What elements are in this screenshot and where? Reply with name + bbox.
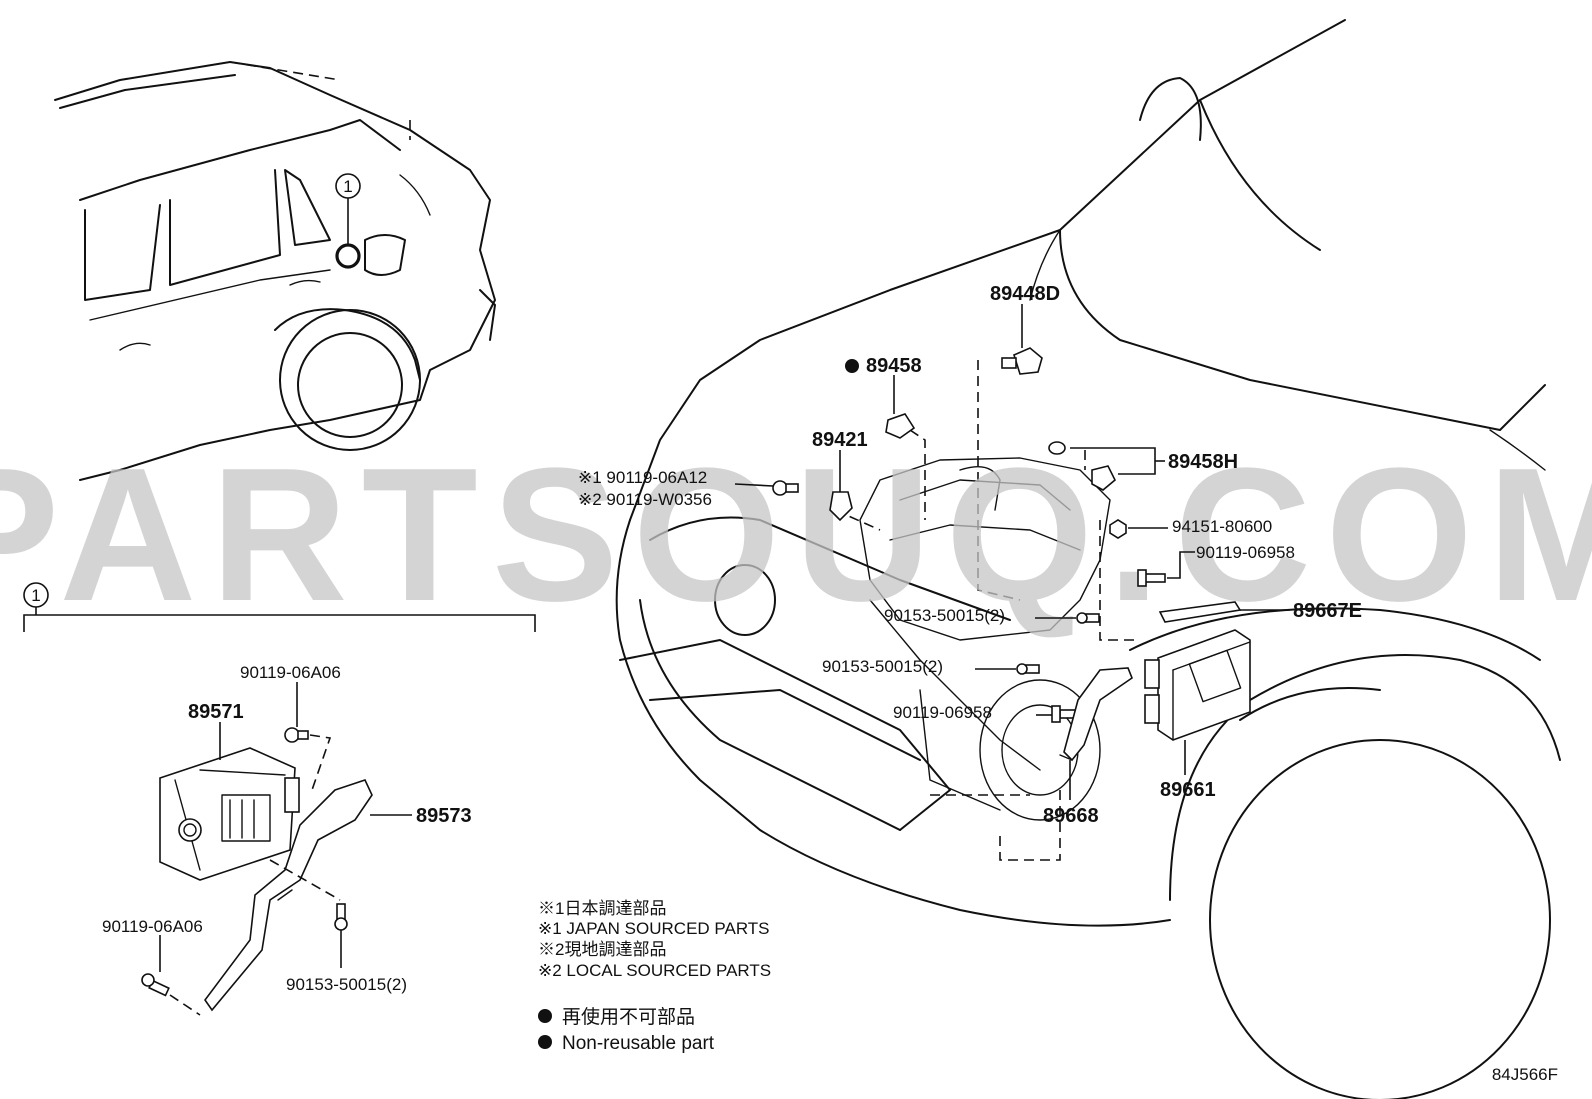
part-89571-radar-sensor bbox=[159, 722, 300, 881]
bullet-non-reusable-jp bbox=[538, 1009, 552, 1023]
label-89421: 89421 bbox=[812, 429, 868, 451]
label-90153-50015-a: 90153-50015(2) bbox=[884, 606, 1005, 625]
sensor-location-marker bbox=[335, 243, 361, 269]
part-90119-06958-bolt-lower bbox=[1036, 705, 1079, 723]
note-local-sourced-en: ※2 LOCAL SOURCED PARTS bbox=[538, 961, 771, 980]
non-reusable-marker bbox=[845, 359, 859, 373]
label-90119-06958-lower: 90119-06958 bbox=[893, 703, 992, 722]
part-89661-ecu bbox=[1144, 629, 1251, 775]
part-89448D-sensor bbox=[1001, 304, 1043, 375]
note-japan-sourced-jp: ※1日本調達部品 bbox=[538, 899, 666, 918]
label-90119-06958-upper: 90119-06958 bbox=[1196, 543, 1295, 562]
part-90153-50015-bolt-b bbox=[975, 663, 1040, 675]
label-89573: 89573 bbox=[416, 805, 472, 827]
bullet-non-reusable-en bbox=[538, 1035, 552, 1049]
diagram-code: 84J566F bbox=[1492, 1065, 1558, 1084]
inset-labels: 90119-06A06 89571 89573 90119-06A06 9015… bbox=[102, 663, 472, 994]
legend-notes: ※1日本調達部品 ※1 JAPAN SOURCED PARTS ※2現地調達部品… bbox=[538, 899, 771, 1054]
label-90119-W0356: ※2 90119-W0356 bbox=[578, 490, 712, 509]
label-94151-80600: 94151-80600 bbox=[1172, 517, 1272, 536]
label-89667E: 89667E bbox=[1293, 600, 1362, 622]
rear-vehicle-view: 1 bbox=[54, 61, 496, 481]
note-non-reusable-jp: 再使用不可部品 bbox=[562, 1006, 695, 1028]
front-labels: 89448D 89458 89421 89458H 94151-80600 90… bbox=[578, 283, 1362, 827]
callout-number: 1 bbox=[343, 177, 352, 196]
part-89458-sensor bbox=[885, 375, 916, 439]
note-japan-sourced-en: ※1 JAPAN SOURCED PARTS bbox=[538, 919, 770, 938]
note-local-sourced-jp: ※2現地調達部品 bbox=[538, 940, 666, 959]
label-89458: 89458 bbox=[866, 355, 922, 377]
part-90119-06A06-bolt-upper bbox=[284, 682, 332, 791]
inset-callout-number: 1 bbox=[31, 586, 40, 605]
front-parts bbox=[734, 304, 1290, 800]
part-90153-50015-bolt-c bbox=[269, 859, 348, 968]
part-89667E-bracket bbox=[1158, 601, 1290, 623]
engine-block bbox=[859, 457, 1111, 821]
label-90153-50015-c: 90153-50015(2) bbox=[286, 975, 407, 994]
part-89421-sensor bbox=[829, 450, 853, 522]
label-89458H: 89458H bbox=[1168, 451, 1238, 473]
part-90119-06958-bolt-upper bbox=[1137, 551, 1195, 587]
part-89573-bracket bbox=[204, 779, 412, 1012]
label-90119-06A06-lower: 90119-06A06 bbox=[102, 917, 203, 936]
part-90119-06A06-bolt-lower bbox=[141, 935, 201, 1016]
label-90119-06A06-upper: 90119-06A06 bbox=[240, 663, 341, 682]
callout-circle-1 bbox=[335, 173, 361, 199]
label-90153-50015-b: 90153-50015(2) bbox=[822, 657, 943, 676]
part-90119-06A12-bolt bbox=[734, 480, 799, 496]
detail-inset: 1 bbox=[23, 582, 536, 1016]
label-89571: 89571 bbox=[188, 701, 244, 723]
label-89661: 89661 bbox=[1160, 779, 1216, 801]
part-90153-50015-bolt-a bbox=[1035, 612, 1100, 624]
part-89668-bracket bbox=[1059, 667, 1133, 800]
part-94151-80600-nut bbox=[1109, 519, 1168, 539]
label-89448D: 89448D bbox=[990, 283, 1060, 305]
label-89668: 89668 bbox=[1043, 805, 1099, 827]
part-89458H bbox=[1048, 441, 1165, 491]
label-90119-06A12: ※1 90119-06A12 bbox=[578, 468, 707, 487]
note-non-reusable-en: Non-reusable part bbox=[562, 1033, 715, 1054]
watermark-text: PARTSOUQ.COM bbox=[0, 429, 1592, 641]
front-vehicle-view bbox=[615, 19, 1561, 1099]
